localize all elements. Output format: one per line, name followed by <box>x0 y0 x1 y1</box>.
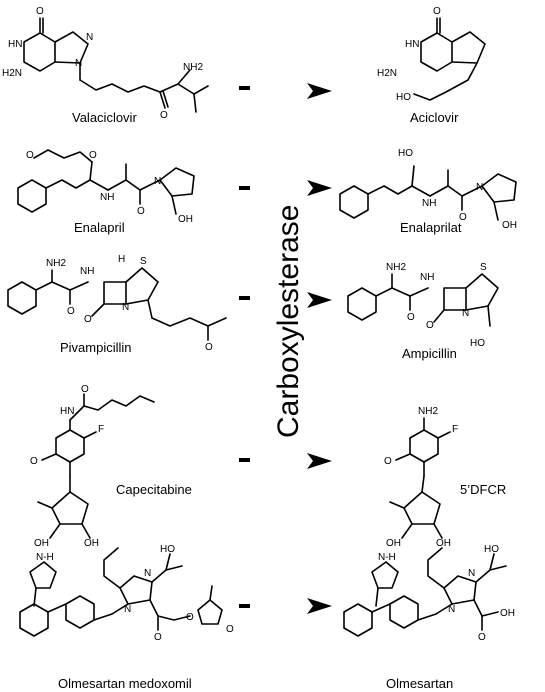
reaction-arrow <box>307 292 332 308</box>
reaction-markers <box>239 83 332 614</box>
atom-oh: OH <box>34 538 49 549</box>
olmesartan-medoxomil-structure: N-H N N HO O O O <box>19 544 234 643</box>
prodrug-name-2: Enalapril <box>74 220 125 235</box>
prodrug-name-4: Capecitabine <box>116 482 192 497</box>
prodrug-name-5: Olmesartan medoxomil <box>58 676 192 691</box>
atom-f: F <box>452 424 458 435</box>
product-name-4: 5’DFCR <box>460 482 506 497</box>
atom-oh: OH <box>502 220 517 231</box>
minus-sign <box>239 458 250 462</box>
atom-ho: HO <box>470 338 485 349</box>
atom-nh: NH <box>420 272 434 283</box>
atom-o: O <box>459 212 467 223</box>
atom-nh2: NH2 <box>183 62 203 73</box>
product-name-3: Ampicillin <box>402 346 457 361</box>
olmesartan-structure: N-H N N HO OH O <box>343 544 515 643</box>
atom-n: N <box>75 58 82 69</box>
atom-oh: OH <box>500 608 515 619</box>
atom-nh2: NH2 <box>418 406 438 417</box>
atom-hn: HN <box>60 406 74 417</box>
atom-o: O <box>384 456 392 467</box>
atom-n: N <box>154 176 161 187</box>
atom-o: O <box>81 384 89 395</box>
atom-o: O <box>84 314 92 325</box>
atom-o: O <box>426 320 434 331</box>
enalaprilat-structure: HO NH O N OH <box>339 148 517 231</box>
atom-s: S <box>480 262 487 273</box>
product-name-2: Enalaprilat <box>400 220 462 235</box>
atom-ho: HO <box>398 148 413 159</box>
atom-oh: OH <box>84 538 99 549</box>
prodrug-name-3: Pivampicillin <box>60 340 132 355</box>
reaction-arrow <box>307 180 332 196</box>
atom-oh: OH <box>178 214 193 225</box>
atom-oh: OH <box>436 538 451 549</box>
atom-hn: HN <box>8 39 22 50</box>
atom-f: F <box>98 424 104 435</box>
atom-o: O <box>226 624 234 635</box>
atom-n-h: N-H <box>36 552 54 563</box>
atom-o: O <box>407 312 415 323</box>
atom-o: O <box>478 632 486 643</box>
enzyme-label: Carboxylesterase <box>272 205 305 438</box>
atom-s: S <box>140 256 147 267</box>
pivampicillin-structure: NH2 NH O H S O N O <box>7 254 227 353</box>
atom-nh2: NH2 <box>386 262 406 273</box>
capecitabine-structure: HN O F O OH OH <box>30 384 155 549</box>
enalapril-structure: O O NH O N OH <box>17 149 195 225</box>
valaciclovir-structure: O HN H2N N N O NH2 <box>2 6 209 121</box>
atom-ho: HO <box>484 544 499 555</box>
atom-n: N <box>468 568 475 579</box>
atom-nh2: NH2 <box>46 258 66 269</box>
minus-sign <box>239 86 250 90</box>
dfcr-structure: NH2 F O OH OH <box>384 406 458 549</box>
atom-o: O <box>26 150 34 161</box>
atom-nh: NH <box>80 266 94 277</box>
atom-o: O <box>433 6 441 17</box>
atom-o: O <box>205 342 213 353</box>
product-name-5: Olmesartan <box>386 676 453 691</box>
atom-o: O <box>160 110 168 121</box>
atom-o: O <box>186 612 194 623</box>
atom-o: O <box>154 632 162 643</box>
atom-o: O <box>67 306 75 317</box>
atom-n-h: N-H <box>378 552 396 563</box>
atom-nh: NH <box>100 192 114 203</box>
atom-ho: HO <box>396 92 411 103</box>
reaction-arrow <box>307 598 332 614</box>
atom-n: N <box>144 568 151 579</box>
aciclovir-structure: O HN H2N HO <box>377 6 486 103</box>
atom-ho: HO <box>160 544 175 555</box>
ampicillin-structure: NH2 NH O S O N HO <box>347 262 499 349</box>
reaction-arrow <box>307 83 332 99</box>
minus-sign <box>239 296 250 300</box>
atom-n: N <box>462 308 469 319</box>
minus-sign <box>239 604 250 608</box>
atom-h2n: H2N <box>377 68 397 79</box>
minus-sign <box>239 186 250 190</box>
atom-hn: HN <box>405 39 419 50</box>
atom-n: N <box>124 604 131 615</box>
atom-n: N <box>122 302 129 313</box>
atom-o: O <box>36 6 44 17</box>
atom-n: N <box>448 604 455 615</box>
atom-h2n: H2N <box>2 68 22 79</box>
atom-o: O <box>89 150 97 161</box>
atom-o: O <box>30 456 38 467</box>
prodrug-name-1: Valaciclovir <box>72 110 137 125</box>
reaction-arrow <box>307 453 332 469</box>
product-name-1: Aciclovir <box>410 110 459 125</box>
atom-nh: NH <box>422 198 436 209</box>
atom-oh: OH <box>386 538 401 549</box>
atom-o: O <box>137 206 145 217</box>
atom-n: N <box>476 182 483 193</box>
atom-h: H <box>118 254 125 265</box>
atom-n: N <box>86 32 93 43</box>
